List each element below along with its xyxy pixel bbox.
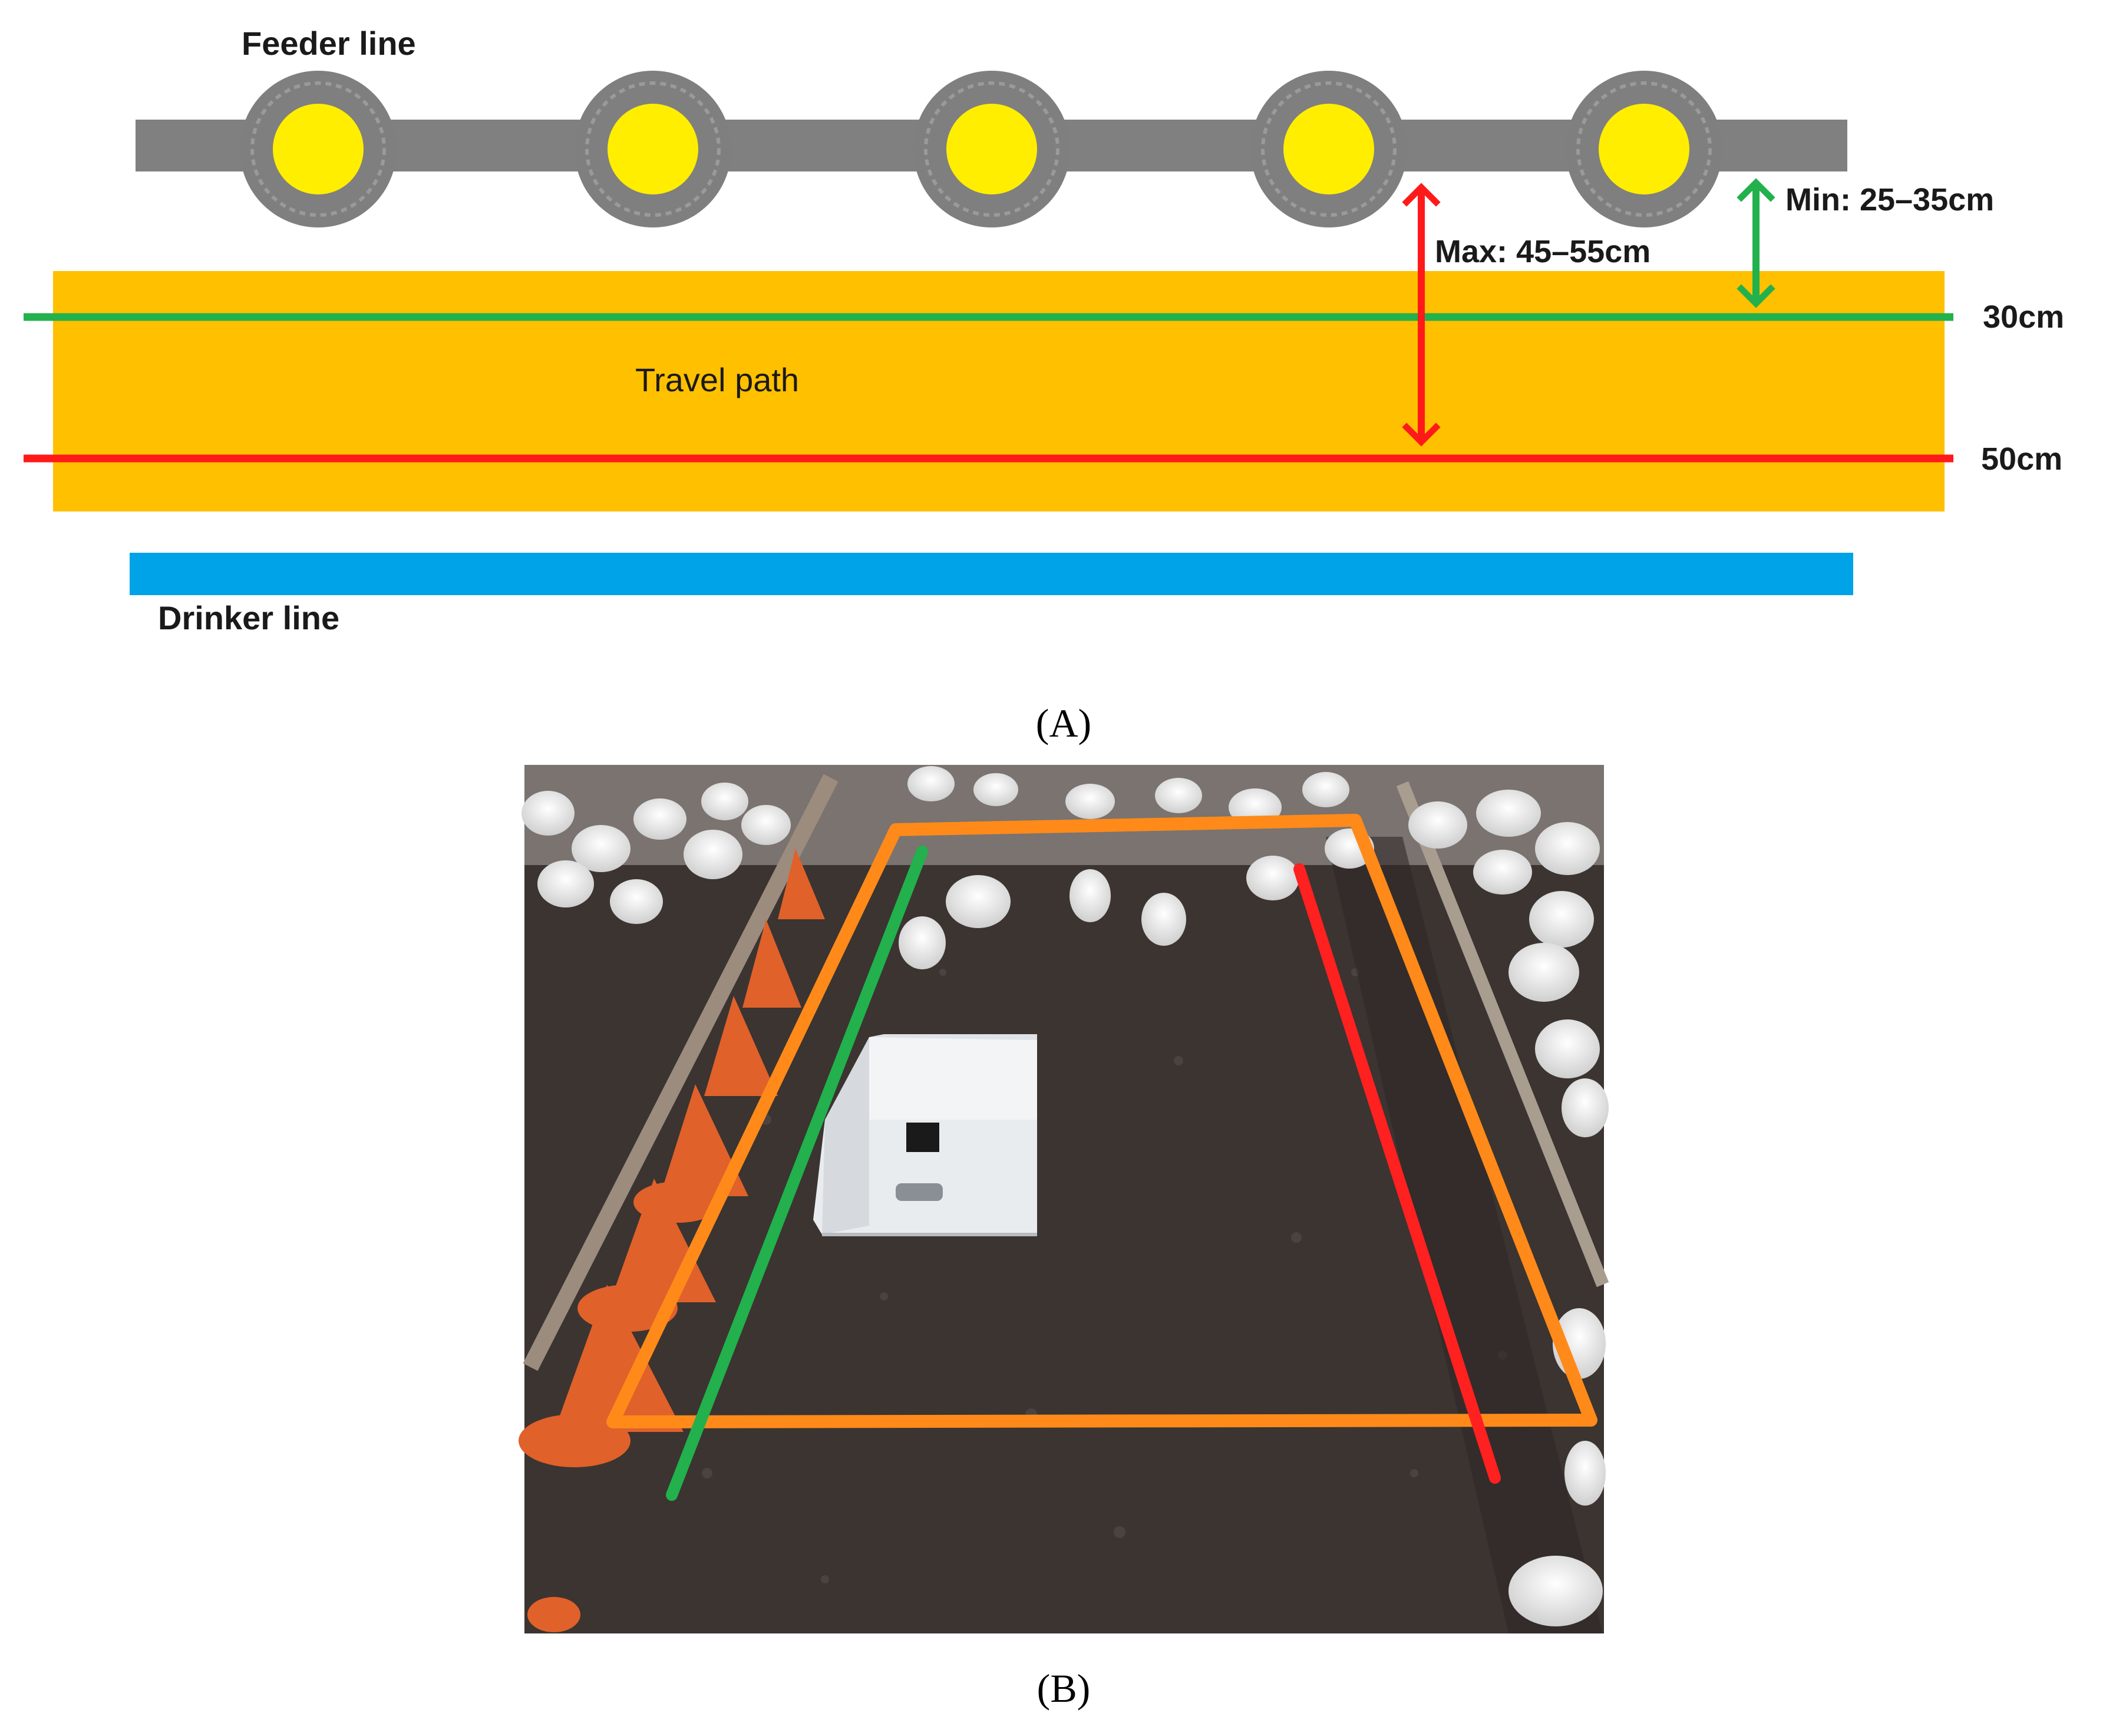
min-distance-label: Min: 25–35cm — [1785, 182, 1994, 217]
feeder-pan — [575, 71, 731, 227]
travel-path-band — [53, 271, 1945, 511]
floor-shadow-strip — [1326, 837, 1603, 1633]
feeder-cones — [519, 849, 825, 1632]
feeder-pan — [1566, 71, 1722, 227]
feeder-pans — [240, 71, 1722, 227]
drinker-line-label: Drinker line — [158, 599, 339, 636]
green-path-line — [666, 846, 928, 1501]
red-path-line — [1293, 863, 1501, 1484]
feeder-line-label: Feeder line — [242, 25, 416, 62]
green-line-label: 30cm — [1983, 299, 2064, 335]
panel-a-caption: (A) — [1036, 701, 1091, 745]
feeder-pan — [240, 71, 397, 227]
travel-path-label: Travel path — [635, 361, 799, 398]
red-line-label: 50cm — [1981, 441, 2062, 477]
panel-a-diagram: Feeder line Travel path Drinker line Max… — [24, 25, 2064, 745]
chickens — [521, 766, 1609, 1626]
robot-box — [813, 1034, 1037, 1236]
panel-b-photo: (B) — [519, 765, 1609, 1711]
feeder-pan — [1250, 71, 1407, 227]
drinker-line-bar — [130, 553, 1853, 595]
path-boundary — [606, 814, 1597, 1428]
panel-b-caption: (B) — [1037, 1666, 1091, 1711]
feeder-pan — [913, 71, 1070, 227]
feeder-rail — [523, 774, 839, 1371]
drinker-rail — [1396, 781, 1609, 1288]
max-distance-label: Max: 45–55cm — [1435, 234, 1651, 269]
